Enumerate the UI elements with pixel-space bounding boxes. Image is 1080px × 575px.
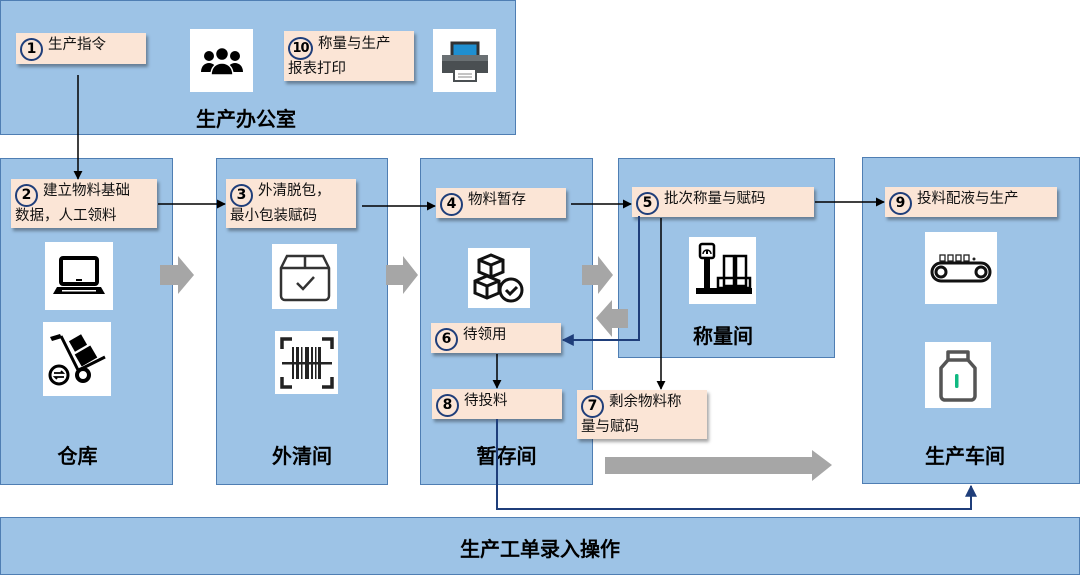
step-label-line2: 量与赋码 — [581, 419, 639, 435]
step-label-line2: 最小包装赋码 — [230, 208, 317, 224]
step-number-badge: 5 — [636, 192, 659, 215]
step-label: 批次称量与赋码 — [664, 191, 766, 207]
conveyor-icon — [925, 232, 997, 304]
step-label: 生产指令 — [48, 37, 106, 53]
zone-title-production-workshop: 生产车间 — [925, 444, 1005, 468]
step-label-line1: 称量与生产 — [318, 36, 391, 52]
scale-icon — [689, 237, 756, 304]
step-label-line1: 外清脱包， — [258, 183, 331, 199]
step-5-batch-weighing: 5 批次称量与赋码 — [632, 187, 814, 217]
zone-title-staging-room: 暂存间 — [476, 444, 537, 468]
hand-truck-icon — [43, 322, 111, 396]
boxes-check-icon — [468, 248, 530, 308]
step-label-line2: 数据，人工领料 — [15, 208, 117, 224]
box-check-icon — [272, 244, 337, 309]
step-label: 投料配液与生产 — [917, 191, 1019, 207]
step-4-temp-storage: 4 物料暂存 — [436, 188, 566, 218]
step-number-badge: 2 — [15, 184, 38, 207]
step-7-remaining-weighing: 7 剩余物料称量与赋码 — [577, 390, 707, 439]
step-label: 待投料 — [464, 393, 508, 409]
step-label-line1: 建立物料基础 — [43, 183, 130, 199]
step-10-report-print: 10 称量与生产报表打印 — [284, 31, 414, 81]
big-arrow-cleaning-to-staging — [386, 256, 418, 294]
step-number-badge: 1 — [20, 38, 43, 61]
step-1-production-order: 1 生产指令 — [16, 33, 146, 64]
step-label-line2: 报表打印 — [288, 61, 346, 77]
step-number-badge: 3 — [230, 184, 253, 207]
big-arrow-to-workshop — [605, 450, 832, 481]
step-9-dosing-production: 9 投料配液与生产 — [885, 187, 1057, 217]
step-number-badge: 9 — [889, 192, 912, 215]
step-number-badge: 4 — [440, 193, 463, 216]
step-3-unpack-code: 3 外清脱包， 最小包装赋码 — [226, 179, 356, 228]
zone-title-warehouse: 仓库 — [57, 444, 98, 468]
zone-work-order-entry — [0, 517, 1080, 575]
step-2-material-data: 2 建立物料基础数据，人工领料 — [11, 179, 157, 228]
step-label-line1: 剩余物料称 — [609, 394, 682, 410]
printer-icon — [433, 29, 496, 92]
people-group-icon — [190, 29, 253, 92]
step-6-awaiting-pickup: 6 待领用 — [431, 323, 561, 353]
zone-title-work-order-entry: 生产工单录入操作 — [460, 537, 620, 561]
zone-title-weighing-room: 称量间 — [693, 324, 753, 348]
zone-title-cleaning-room: 外清间 — [272, 444, 332, 468]
step-number-badge: 7 — [581, 395, 604, 418]
bottle-icon — [925, 342, 991, 408]
step-8-awaiting-feed: 8 待投料 — [432, 389, 562, 419]
barcode-scan-icon — [275, 331, 338, 394]
step-number-badge: 8 — [436, 394, 459, 417]
step-label: 物料暂存 — [468, 192, 526, 208]
zone-production-office — [0, 0, 516, 135]
step-number-badge: 6 — [435, 328, 458, 351]
laptop-icon — [45, 242, 113, 310]
step-number-badge: 10 — [288, 37, 313, 60]
step-label: 待领用 — [463, 327, 507, 343]
zone-title-production-office: 生产办公室 — [196, 107, 296, 131]
